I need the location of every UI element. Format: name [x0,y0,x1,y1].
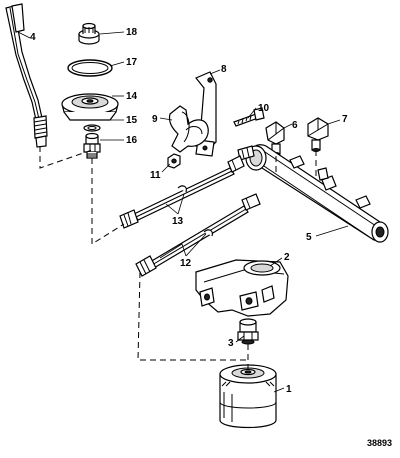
leader-lines [17,31,349,393]
callout-1: 1 [286,384,292,395]
callout-5: 5 [306,232,312,243]
callout-15: 15 [126,115,138,126]
callout-6: 6 [292,120,298,131]
callout-9: 9 [152,114,158,125]
figure-number: 38893 [366,438,392,448]
callout-11: 11 [150,170,161,181]
callout-8: 8 [221,64,227,75]
callout-18: 18 [126,27,138,38]
part-14-adapter [61,93,119,121]
part-18-cap [78,22,100,45]
part-7-elbow [307,117,329,152]
callout-3: 3 [228,338,234,349]
part-5-oil-cooler [237,144,389,243]
callout-17: 17 [126,57,138,68]
callout-2: 2 [284,252,290,263]
callout-16: 16 [126,135,138,146]
part-10-bolt [233,107,265,127]
callout-14: 14 [126,91,138,102]
part-4-dipstick-tube [5,3,48,148]
part-9-clamp [168,105,209,153]
callout-4: 4 [30,32,36,43]
part-11-nut [167,153,181,169]
assembly-lines [39,146,317,370]
callout-labels: 1 2 3 4 5 6 7 8 9 10 11 12 13 14 15 16 1… [30,27,348,395]
part-17-o-ring [67,59,113,77]
part-12-lower-hose [135,193,261,277]
callout-12: 12 [180,258,192,269]
part-1-oil-filter [219,364,277,429]
part-16-fitting [83,132,101,159]
part-15-washer [83,124,101,132]
part-2-filter-mount [195,259,289,317]
callout-7: 7 [342,114,348,125]
callout-13: 13 [172,216,184,227]
callout-10: 10 [258,103,270,114]
part-3-fitting [237,318,259,345]
